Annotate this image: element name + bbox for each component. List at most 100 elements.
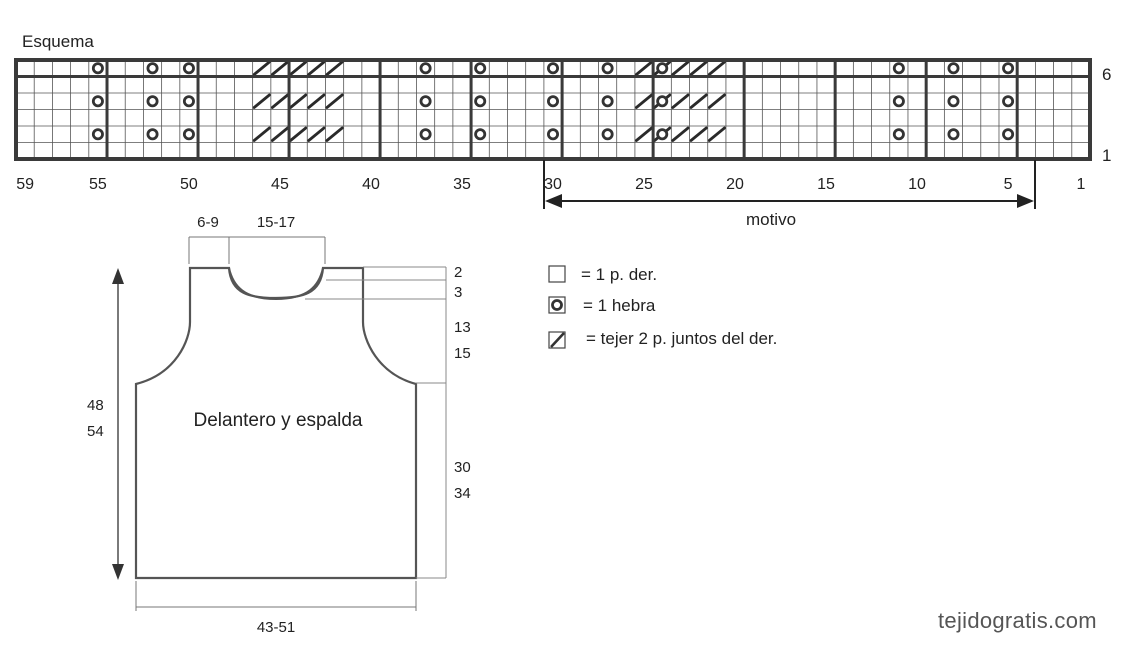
decrease-mark [289, 93, 308, 109]
decrease-mark [252, 126, 271, 142]
motif-arrow-left-icon [545, 194, 562, 208]
garment-schematic: 6-9 15-17 2 3 13 15 30 34 48 54 43-51 De… [87, 214, 471, 636]
body-length-label-2: 34 [454, 485, 471, 502]
neck-depth-back-label: 2 [454, 264, 462, 281]
decrease-mark [325, 60, 344, 76]
decrease-mark [689, 93, 708, 109]
legend-item-yarnover: = 1 hebra [583, 296, 656, 315]
decrease-mark [325, 126, 344, 142]
stitch-chart [14, 58, 1092, 161]
decrease-mark [270, 93, 289, 109]
piece-label: Delantero y espalda [194, 410, 363, 431]
stitch-label: 1 [1076, 176, 1085, 193]
row-label-top: 6 [1102, 65, 1111, 84]
neck-width-label: 15-17 [257, 214, 295, 231]
decrease-mark [325, 93, 344, 109]
yarnover-mark [474, 128, 487, 141]
stitch-label: 35 [453, 176, 471, 193]
yarnover-mark [419, 128, 432, 141]
stitch-label: 55 [89, 176, 107, 193]
yarnover-mark [91, 128, 104, 141]
decrease-mark [289, 126, 308, 142]
k2tog-slash-icon-stroke [550, 332, 565, 348]
yarnover-mark [947, 128, 960, 141]
stitch-label: 45 [271, 176, 289, 193]
yarnover-mark [182, 62, 195, 75]
legend: = 1 p. der. = 1 hebra = tejer 2 p. junto… [548, 265, 777, 349]
yarnover-mark [1002, 95, 1015, 108]
motif-bracket [543, 160, 1036, 209]
yarnover-mark [547, 128, 560, 141]
yarnover-mark [656, 95, 669, 108]
decrease-mark [707, 93, 726, 109]
decrease-mark [289, 60, 308, 76]
total-length-arrow-up-icon [112, 268, 124, 284]
yarnover-mark [947, 95, 960, 108]
yarnover-mark [474, 62, 487, 75]
body-length-label-1: 30 [454, 459, 471, 476]
chart-symbols [91, 60, 1015, 142]
yarnover-mark [656, 128, 669, 141]
knit-square-icon [548, 265, 566, 283]
decrease-mark [270, 126, 289, 142]
yarnover-mark [601, 62, 614, 75]
yarnover-mark [656, 62, 669, 75]
total-length-label-1: 48 [87, 397, 104, 414]
yarnover-mark [892, 62, 905, 75]
yarnover-mark [419, 62, 432, 75]
decrease-mark [307, 60, 326, 76]
yarnover-mark [419, 95, 432, 108]
legend-item-k2tog: = tejer 2 p. juntos del der. [586, 329, 777, 348]
stitch-number-labels: 59 55 50 45 40 35 30 25 20 15 10 5 1 [16, 176, 1085, 193]
width-label: 43-51 [257, 619, 295, 636]
armhole-height-label-2: 15 [454, 345, 471, 362]
stitch-label: 59 [16, 176, 34, 193]
yarnover-mark [892, 128, 905, 141]
decrease-mark [689, 126, 708, 142]
decrease-mark [689, 60, 708, 76]
chart-grid [15, 59, 1091, 160]
decrease-mark [307, 93, 326, 109]
yarnover-mark [182, 95, 195, 108]
yarnover-mark [146, 62, 159, 75]
stitch-label: 10 [908, 176, 926, 193]
row-label-bottom: 1 [1102, 146, 1111, 165]
decrease-mark [635, 60, 654, 76]
stitch-label: 50 [180, 176, 198, 193]
yarnover-circle-icon-ring [551, 299, 563, 311]
yarnover-mark [182, 128, 195, 141]
total-length-arrow-down-icon [112, 564, 124, 580]
armhole-height-label-1: 13 [454, 319, 471, 336]
total-length-label-2: 54 [87, 423, 104, 440]
yarnover-mark [1002, 128, 1015, 141]
stitch-label: 15 [817, 176, 835, 193]
motif-label: motivo [746, 210, 796, 229]
stitch-label: 25 [635, 176, 653, 193]
yarnover-mark [1002, 62, 1015, 75]
decrease-mark [671, 93, 690, 109]
yarnover-mark [547, 95, 560, 108]
front-neck-curve [228, 267, 324, 301]
stitch-label: 30 [544, 176, 562, 193]
decrease-mark [671, 126, 690, 142]
yarnover-mark [474, 95, 487, 108]
decrease-mark [252, 60, 271, 76]
neck-depth-front-label: 3 [454, 284, 462, 301]
decrease-mark [707, 60, 726, 76]
yarnover-mark [91, 95, 104, 108]
yarnover-mark [601, 128, 614, 141]
yarnover-mark [547, 62, 560, 75]
decrease-mark [707, 126, 726, 142]
decrease-mark [307, 126, 326, 142]
chart-frame [14, 58, 1092, 161]
stitch-label: 20 [726, 176, 744, 193]
decrease-mark [270, 60, 289, 76]
chart-group-lines [14, 58, 1092, 161]
legend-item-knit: = 1 p. der. [581, 265, 657, 284]
site-watermark: tejidogratis.com [938, 608, 1097, 633]
yarnover-mark [892, 95, 905, 108]
decrease-mark [252, 93, 271, 109]
motif-arrow-right-icon [1017, 194, 1034, 208]
stitch-label: 40 [362, 176, 380, 193]
